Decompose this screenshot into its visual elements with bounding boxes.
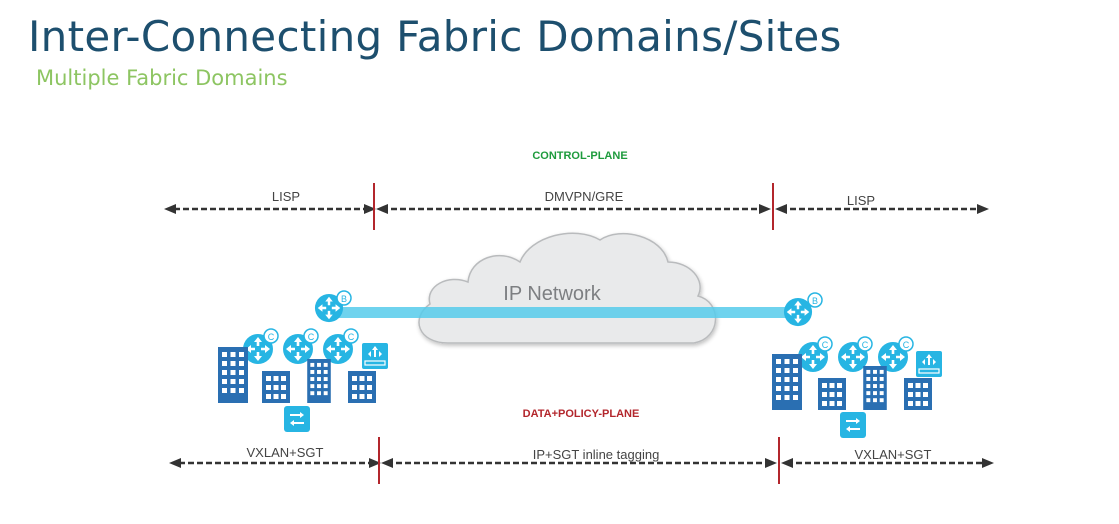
control-segment-dmvpn: DMVPN/GRE (545, 189, 624, 204)
building-icon (262, 371, 290, 403)
inter-site-link (338, 307, 790, 318)
border-badge-left: B (341, 294, 347, 304)
data-plane-label: DATA+POLICY-PLANE (523, 408, 640, 420)
data-plane-arrowheads (169, 458, 994, 468)
switch-icon (840, 412, 866, 438)
data-segment-ip-sgt: IP+SGT inline tagging (533, 447, 660, 462)
control-badge-right-3: C (903, 340, 910, 350)
building-icon (818, 378, 846, 410)
building-icon (348, 371, 376, 403)
page-title: Inter-Connecting Fabric Domains/Sites (28, 12, 842, 61)
right-fabric-site: B C C C (772, 292, 942, 438)
control-plane-label: CONTROL-PLANE (532, 150, 627, 162)
badge-icon (336, 290, 352, 306)
building-icon (863, 366, 887, 410)
control-badge-right-1: C (822, 340, 829, 350)
control-plane-arrowheads (164, 204, 989, 214)
building-icon (218, 347, 248, 403)
building-icon (904, 378, 932, 410)
wireless-controller-icon (916, 351, 942, 377)
control-badge-left-1: C (268, 332, 275, 342)
border-badge-right: B (812, 296, 818, 306)
control-segment-lisp-right: LISP (847, 193, 875, 208)
control-badge-left-2: C (308, 332, 315, 342)
ip-network-label: IP Network (503, 283, 601, 305)
control-badge-left-3: C (348, 332, 355, 342)
wireless-controller-icon (362, 343, 388, 369)
building-icon (307, 359, 331, 403)
data-segment-vxlan-left: VXLAN+SGT (247, 445, 324, 460)
left-fabric-site: B C C C (218, 290, 388, 432)
page-subtitle: Multiple Fabric Domains (36, 66, 288, 90)
data-segment-vxlan-right: VXLAN+SGT (855, 447, 932, 462)
control-badge-right-2: C (862, 340, 869, 350)
building-icon (772, 354, 802, 410)
control-segment-lisp-left: LISP (272, 189, 300, 204)
switch-icon (284, 406, 310, 432)
